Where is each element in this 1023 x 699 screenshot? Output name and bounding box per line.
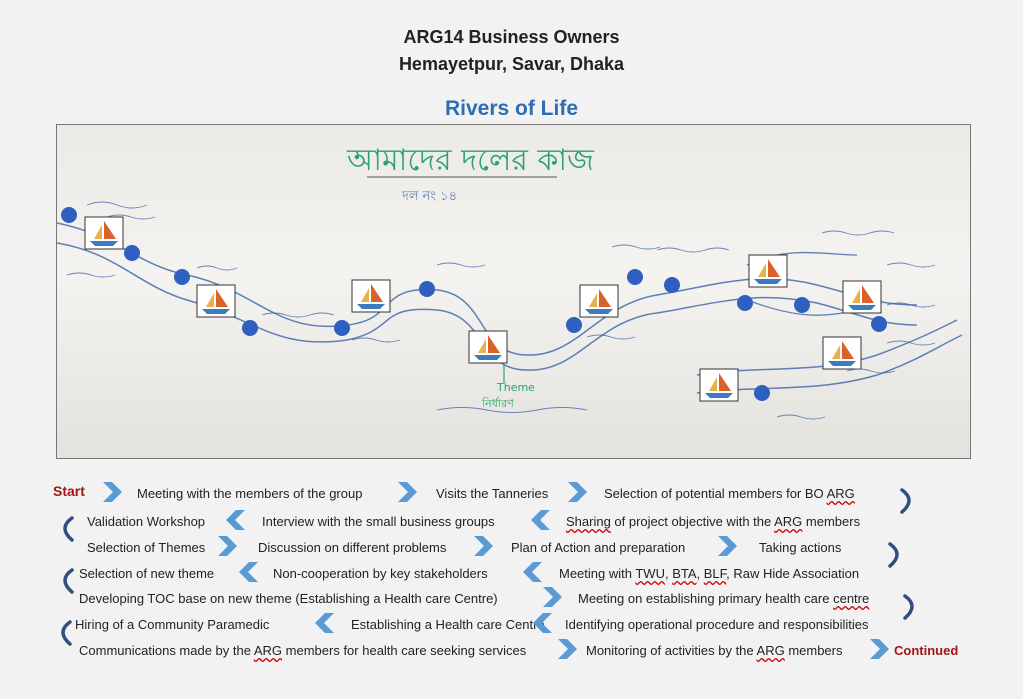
curved-arrow-icon [61, 620, 72, 646]
river-drawing: আমাদের দলের কাজ দল নং ১৪ [57, 143, 963, 420]
step-identifying-procedure: Identifying operational procedure and re… [565, 617, 869, 632]
group-number: দল নং ১৪ [401, 189, 457, 204]
curved-arrow-icon [63, 568, 74, 594]
chevron-right-icon [218, 536, 237, 556]
step-taking-actions: Taking actions [759, 540, 842, 555]
step-monitoring: Monitoring of activities by the ARG memb… [586, 643, 843, 658]
rivers-of-life-title: Rivers of Life [444, 97, 579, 120]
curved-arrow-icon [903, 594, 914, 620]
step-establishing-health-centre: Establishing a Health care Centre [351, 617, 545, 632]
step-discussion-problems: Discussion on different problems [258, 540, 447, 555]
continued-label: Continued [894, 643, 959, 658]
curved-arrow-icon [900, 488, 911, 514]
curved-arrow-icon [888, 542, 899, 568]
step-selection-new-theme: Selection of new theme [79, 566, 215, 581]
title-line-1: ARG14 Business Owners [403, 27, 620, 47]
theme-label: Theme [496, 381, 535, 394]
step-sharing-objective: Sharing of project objective with the AR… [566, 514, 861, 529]
step-communications: Communications made by the ARG members f… [79, 643, 527, 658]
chevron-left-icon [239, 562, 258, 582]
chevron-right-icon [103, 482, 122, 502]
step-selection-potential-members: Selection of potential members for BO AR… [604, 486, 855, 501]
start-label: Start [53, 483, 85, 499]
step-meeting-associations: Meeting with TWU, BTA, BLF, Raw Hide Ass… [559, 566, 860, 581]
step-developing-toc: Developing TOC base on new theme (Establ… [79, 591, 498, 606]
step-meeting-members: Meeting with the members of the group [137, 486, 363, 501]
step-plan-of-action: Plan of Action and preparation [511, 540, 686, 555]
chevron-right-icon [543, 587, 562, 607]
step-meeting-primary-health: Meeting on establishing primary health c… [578, 591, 870, 606]
boat-icons [84, 216, 882, 402]
step-non-cooperation: Non-cooperation by key stakeholders [273, 566, 488, 581]
chevron-right-icon [474, 536, 493, 556]
chevron-right-icon [568, 482, 587, 502]
curved-arrow-icon [63, 516, 74, 542]
step-interview-small-business: Interview with the small business groups [262, 514, 495, 529]
chevron-left-icon [523, 562, 542, 582]
chevron-left-icon [315, 613, 334, 633]
chevron-left-icon [226, 510, 245, 530]
chevron-right-icon [398, 482, 417, 502]
chevron-left-icon [531, 510, 550, 530]
river-of-life-photo: আমাদের দলের কাজ দল নং ১৪ [56, 124, 971, 459]
chevron-right-icon [558, 639, 577, 659]
chevron-right-icon [718, 536, 737, 556]
step-selection-themes: Selection of Themes [87, 540, 206, 555]
theme-bengali-label: নির্ধারণ [481, 397, 514, 410]
step-hiring-paramedic: Hiring of a Community Paramedic [75, 617, 270, 632]
handwritten-title: আমাদের দলের কাজ [346, 143, 595, 178]
step-visits-tanneries: Visits the Tanneries [436, 486, 549, 501]
title-line-2: Hemayetpur, Savar, Dhaka [398, 54, 625, 74]
chevron-right-icon [870, 639, 889, 659]
step-validation-workshop: Validation Workshop [87, 514, 206, 529]
